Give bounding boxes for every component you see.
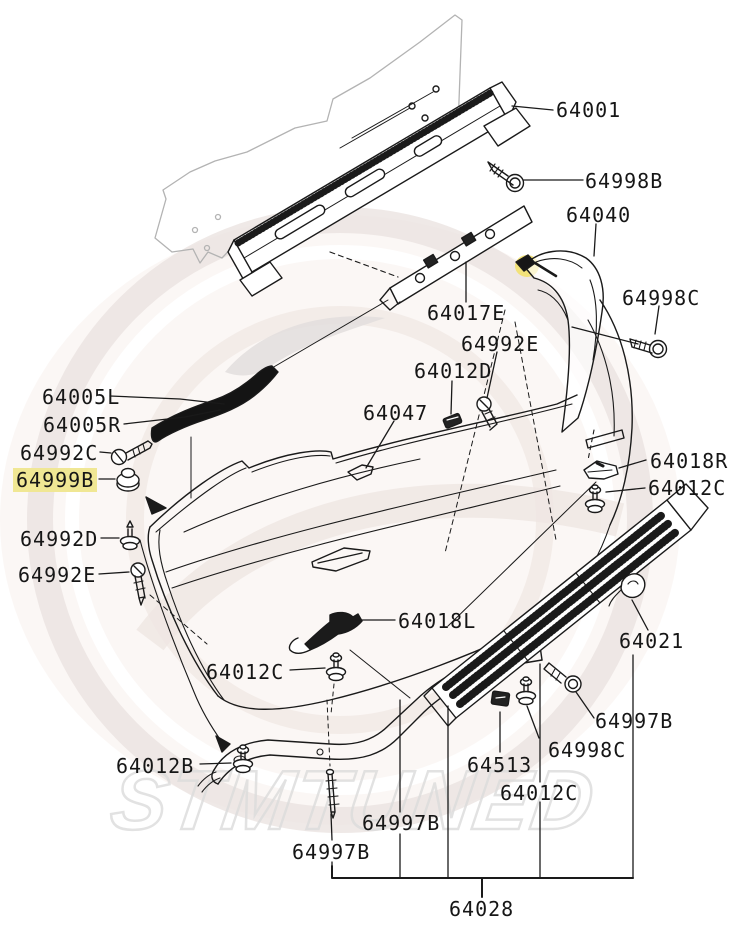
bracket-64018r-drawing (583, 460, 619, 480)
screw-64992e-upper (476, 396, 498, 431)
part-label-64040[interactable]: 64040 (566, 203, 632, 227)
part-label-64012c-mid[interactable]: 64012C (206, 660, 285, 684)
part-label-64992e-left[interactable]: 64992E (18, 563, 97, 587)
clip-64992d (119, 520, 141, 551)
part-label-64001[interactable]: 64001 (556, 98, 622, 122)
beam-64001-drawing (227, 81, 531, 297)
bolt-64998b (487, 161, 525, 193)
part-label-64992c[interactable]: 64992C (20, 441, 99, 465)
part-label-64998c-bottom[interactable]: 64998C (548, 738, 627, 762)
bolt-64997b-right (543, 662, 582, 693)
clip-64998c-bottom (515, 676, 537, 706)
part-label-64992e-upper[interactable]: 64992E (461, 332, 540, 356)
part-label-64998b[interactable]: 64998B (585, 169, 664, 193)
bracket-64021-drawing (608, 573, 646, 607)
clip-64012d (442, 412, 463, 429)
part-label-64012c-right[interactable]: 64012C (648, 476, 727, 500)
part-label-64513[interactable]: 64513 (467, 753, 533, 777)
part-label-64005r[interactable]: 64005R (43, 413, 122, 437)
part-label-64018r[interactable]: 64018R (650, 449, 729, 473)
part-label-64005l[interactable]: 64005L (42, 385, 121, 409)
part-label-64028[interactable]: 64028 (449, 897, 515, 921)
bracket-64018l-drawing (288, 611, 363, 655)
part-label-64021[interactable]: 64021 (619, 629, 685, 653)
corner-support-64040-drawing (515, 250, 604, 433)
part-label-64997b-mid[interactable]: 64997B (362, 811, 441, 835)
bracket-64005-drawing (150, 365, 279, 443)
lower-garnish-drawing (423, 483, 709, 727)
part-label-64047[interactable]: 64047 (363, 401, 429, 425)
nut-64999b (116, 467, 140, 492)
clip-64012b (232, 744, 254, 774)
part-label-64998c-top[interactable]: 64998C (622, 286, 701, 310)
clip-64012c-mid (325, 652, 347, 682)
part-label-64999b-highlighted[interactable]: 64999B (13, 468, 98, 492)
clip-64012c-right (584, 484, 606, 514)
part-label-64018l[interactable]: 64018L (398, 609, 477, 633)
part-label-64012d[interactable]: 64012D (414, 359, 493, 383)
screw-64992e-left (130, 562, 146, 606)
screw-64997b-left (325, 768, 340, 819)
leader-lines (98, 105, 660, 879)
part-label-64012c-bottom[interactable]: 64012C (500, 781, 579, 805)
part-label-64992d[interactable]: 64992D (20, 527, 99, 551)
group-bracket-64028 (331, 865, 634, 898)
clip-64513 (490, 690, 511, 707)
part-label-64997b-right[interactable]: 64997B (595, 709, 674, 733)
part-label-64012b[interactable]: 64012B (116, 754, 195, 778)
bumper-cover-64047-drawing (139, 309, 585, 753)
screw-64992c (110, 440, 153, 466)
part-label-64017e[interactable]: 64017E (427, 301, 506, 325)
rail-64017e-drawing (271, 205, 533, 369)
bolt-64998c-top (629, 338, 668, 359)
part-label-64997b-left[interactable]: 64997B (292, 840, 371, 864)
